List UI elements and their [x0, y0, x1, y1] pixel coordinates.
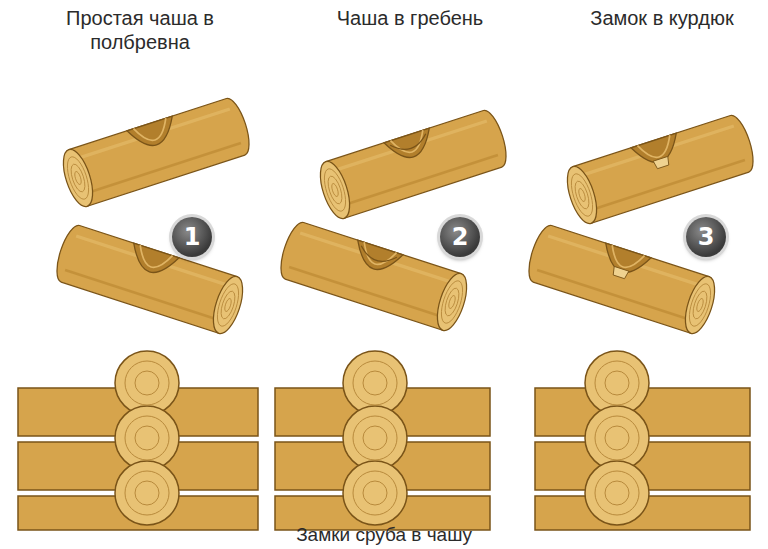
column-heading: Простая чаша в полбревна [25, 6, 255, 54]
callout-number: 2 [440, 217, 480, 257]
column-heading: Замок в курдюк [562, 6, 762, 30]
caption: Замки сруба в чашу [184, 524, 584, 546]
column-heading: Чаша в гребень [310, 6, 510, 30]
callout-number: 1 [172, 217, 212, 257]
callout-number: 3 [686, 217, 726, 257]
